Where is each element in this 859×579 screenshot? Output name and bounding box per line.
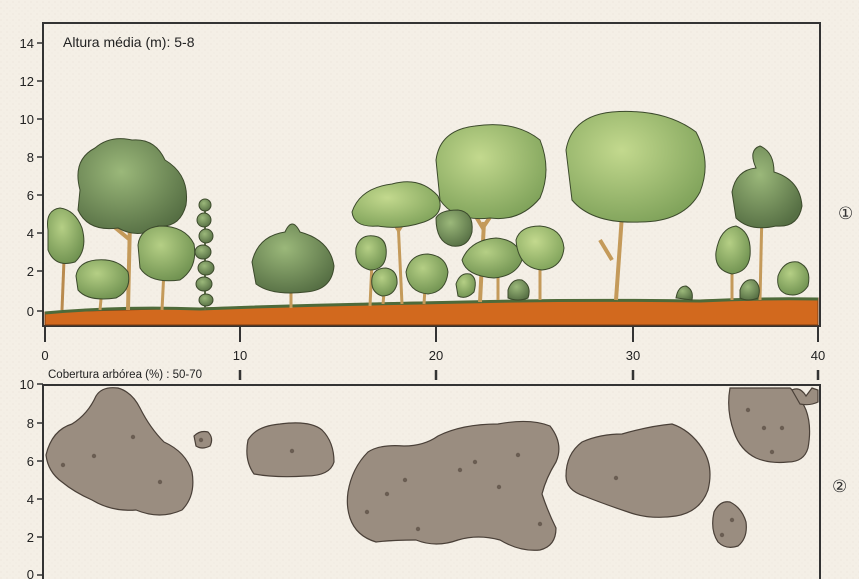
bottom-y-tick-label: 8 <box>27 416 34 431</box>
height-label: Altura média (m): 5-8 <box>63 34 195 50</box>
x-tick-label: 20 <box>429 348 443 363</box>
bottom-y-tick-label: 10 <box>20 377 34 392</box>
x-tick-label: 0 <box>41 348 48 363</box>
top-y-tick-label: 2 <box>27 264 34 279</box>
top-y-tick-label: 10 <box>20 112 34 127</box>
x-tick-label: 40 <box>811 348 825 363</box>
bottom-y-tick-label: 6 <box>27 454 34 469</box>
bottom-y-tick-label: 0 <box>27 567 34 579</box>
top-y-tick-label: 8 <box>27 150 34 165</box>
bottom-y-tick-label: 4 <box>27 492 34 507</box>
top-y-tick-label: 6 <box>27 188 34 203</box>
section-marker-1: ① <box>838 204 853 224</box>
top-y-tick-label: 12 <box>20 74 34 89</box>
x-tick-label: 10 <box>233 348 247 363</box>
section-marker-2: ② <box>832 477 847 497</box>
top-y-tick-label: 14 <box>20 36 34 51</box>
top-y-tick-label: 0 <box>27 304 34 319</box>
top-y-tick-label: 4 <box>27 226 34 241</box>
cover-label: Cobertura arbórea (%) : 50-70 <box>48 369 202 381</box>
x-tick-label: 30 <box>626 348 640 363</box>
bottom-y-tick-label: 2 <box>27 530 34 545</box>
